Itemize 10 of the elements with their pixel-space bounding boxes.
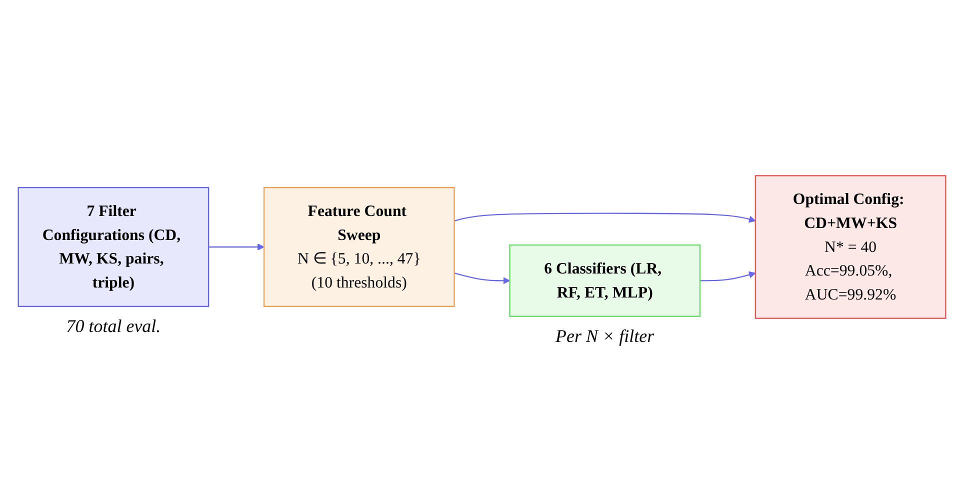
node-caption: 70 total eval.: [66, 316, 161, 338]
node-box: [509, 244, 701, 317]
node-box: [754, 175, 946, 319]
arrow: [454, 272, 510, 284]
node-box: [18, 186, 210, 308]
arrow: [208, 244, 264, 250]
node-box: [263, 186, 455, 308]
arrow: [454, 212, 756, 223]
node-caption: Per N × filter: [556, 326, 654, 348]
arrow: [700, 271, 756, 282]
